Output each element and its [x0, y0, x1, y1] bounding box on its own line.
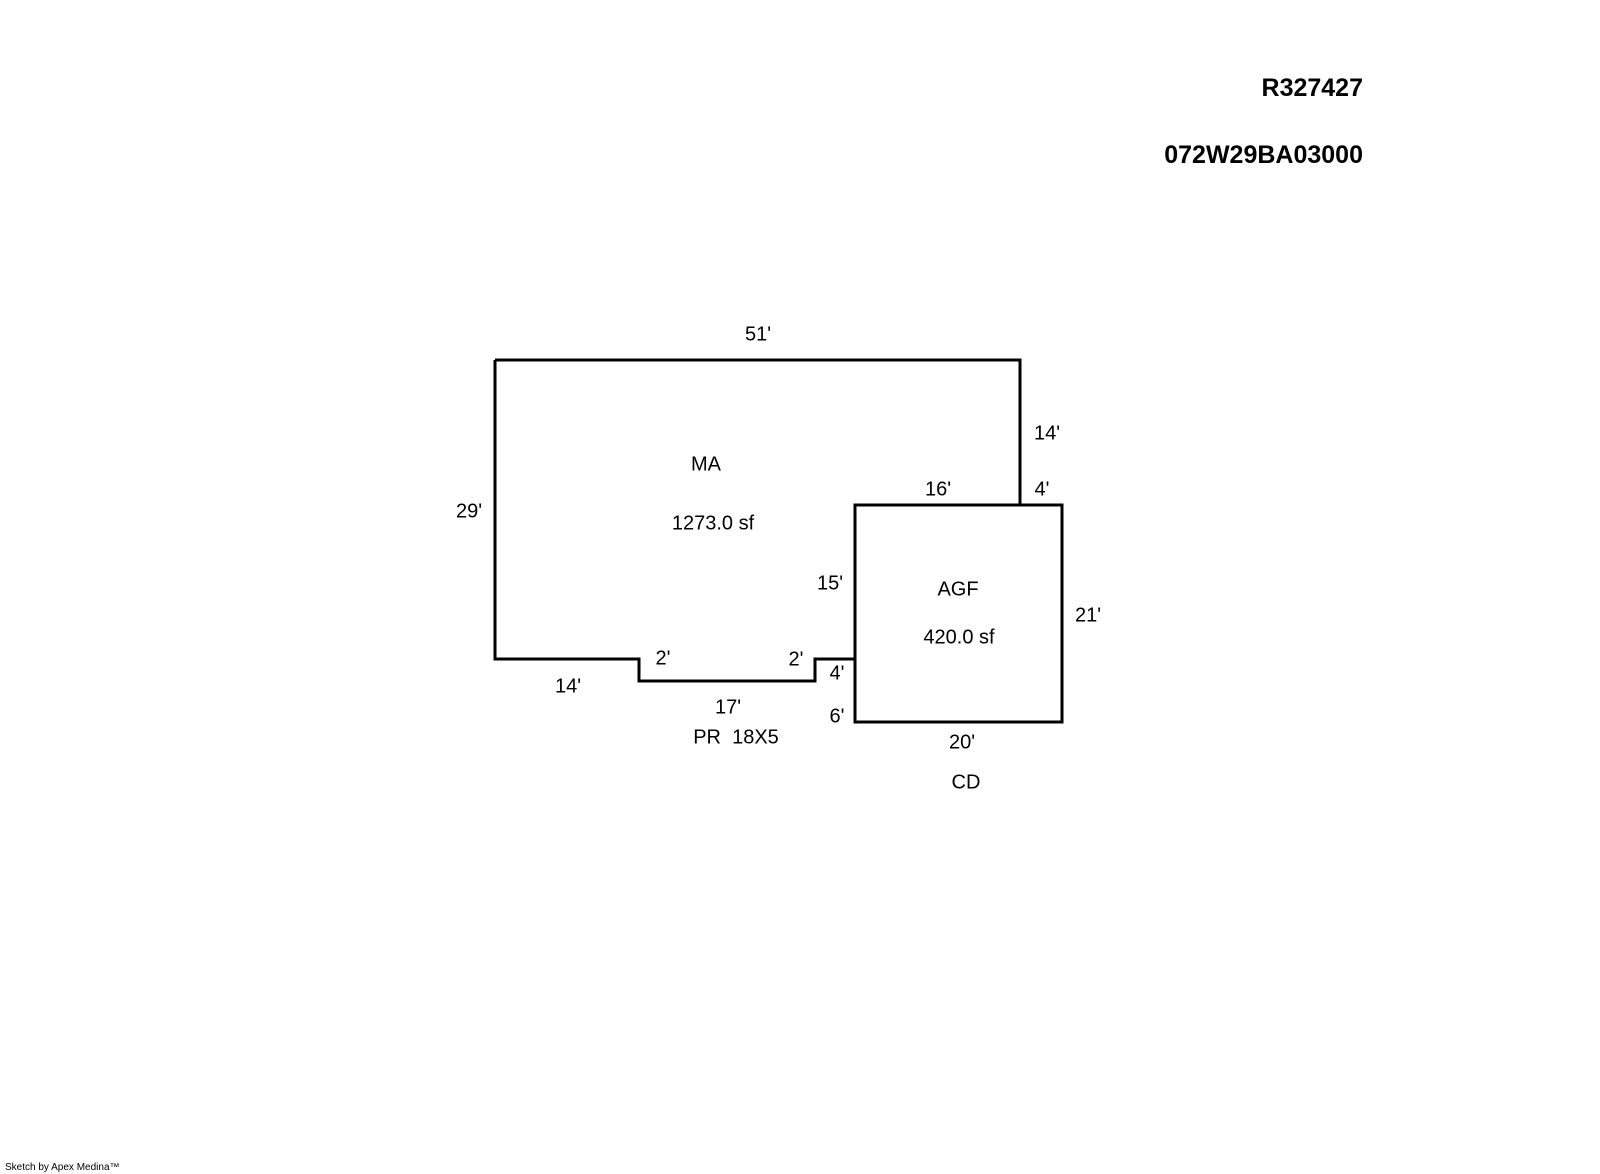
dim-step: 4' — [829, 662, 845, 685]
dim-agf-top-left: 16' — [924, 478, 952, 501]
dim-ma-left: 29' — [455, 500, 483, 523]
agf-label: AGF — [937, 578, 979, 601]
dim-agf-top-right: 4' — [1034, 478, 1050, 501]
footer-credit: Sketch by Apex Medina™ — [5, 1162, 120, 1173]
dim-notch-bottom: 17' — [714, 696, 742, 719]
dim-agf-bottom: 20' — [948, 731, 976, 754]
ma-outline — [495, 358, 1022, 505]
ma-area: 1273.0 sf — [671, 512, 755, 535]
deck-annotation: CD — [951, 771, 981, 794]
agf-outline — [853, 503, 1064, 724]
dim-agf-left: 15' — [816, 572, 844, 595]
map-number: 072W29BA03000 — [1164, 141, 1363, 169]
dim-ma-bottom-left: 14' — [554, 675, 582, 698]
dim-ma-top: 51' — [744, 323, 772, 346]
ma-label: MA — [691, 453, 721, 476]
agf-area: 420.0 sf — [923, 626, 995, 649]
dim-agf-right: 21' — [1074, 604, 1102, 627]
dim-notch-left: 2' — [655, 647, 671, 670]
ma-outline-lower — [493, 360, 855, 683]
account-id: R327427 — [1261, 74, 1363, 102]
dim-notch-right: 2' — [788, 648, 804, 671]
dim-ma-right-upper: 14' — [1033, 422, 1061, 445]
porch-annotation: PR 18X5 — [693, 726, 779, 749]
dim-agf-lower-left: 6' — [829, 705, 845, 728]
